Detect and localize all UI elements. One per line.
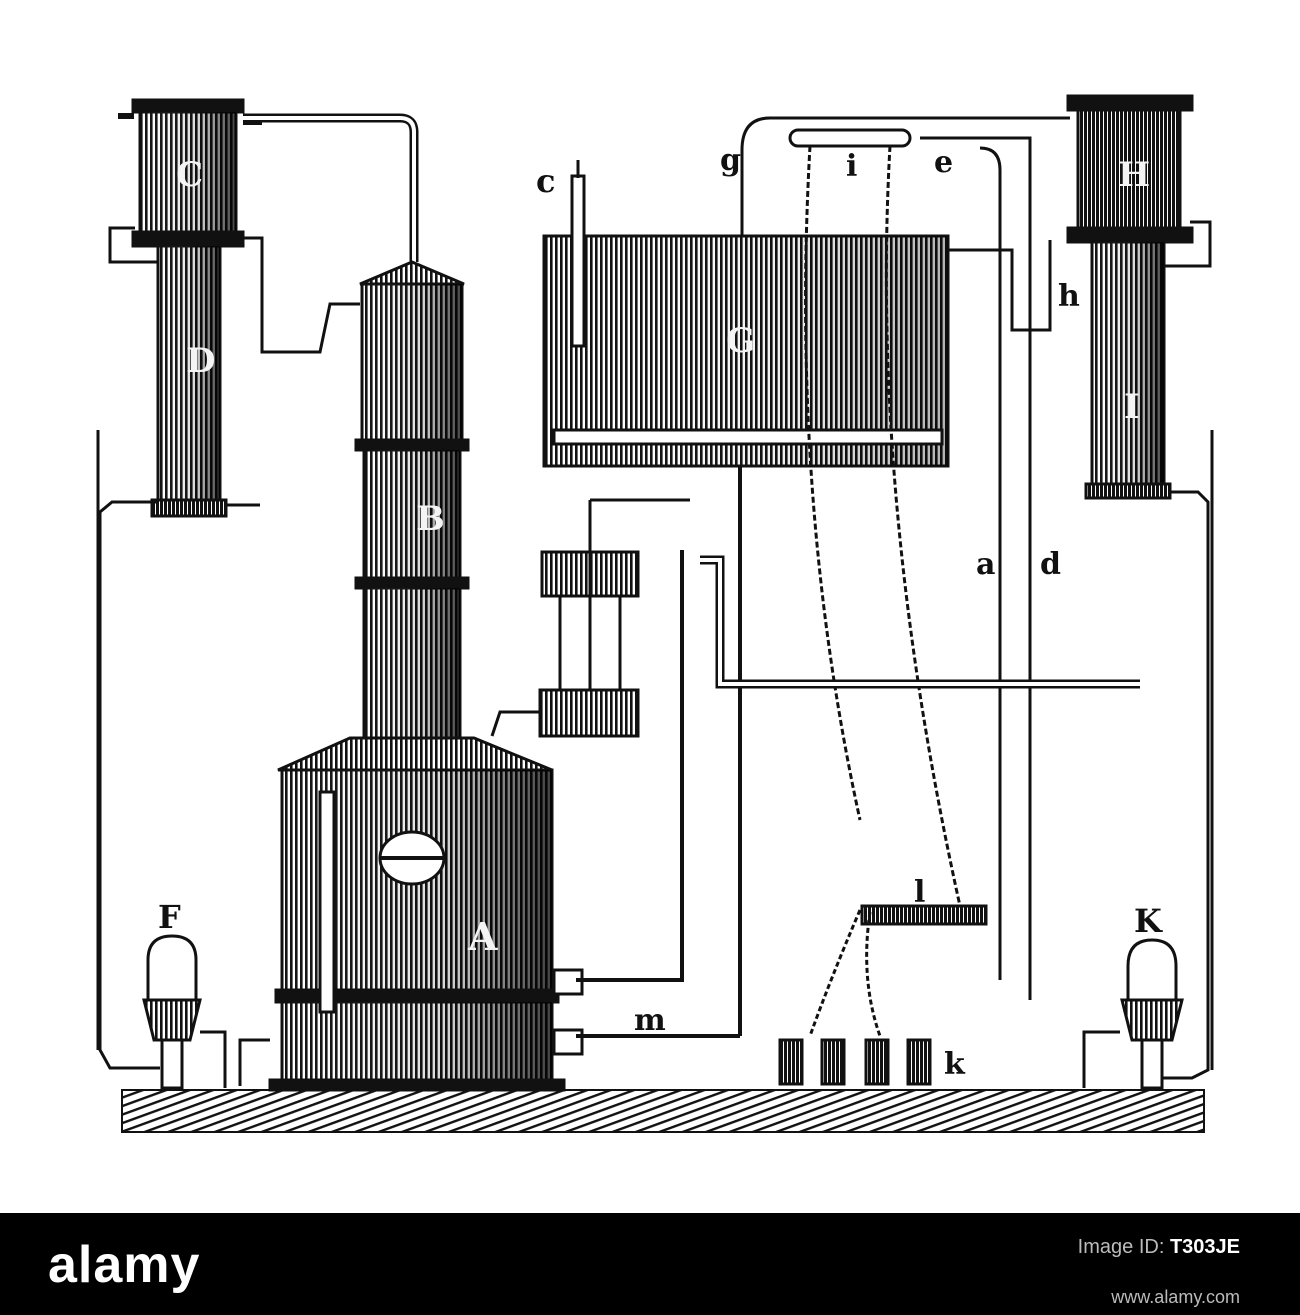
label-C-top: C [176,155,203,195]
ground-strip [121,1089,1205,1133]
heater-i [740,116,1070,1000]
site-url: www.alamy.com [1111,1287,1240,1307]
alamy-logo: alamy [48,1236,201,1294]
regulator [490,498,690,738]
label-h: h [1058,279,1080,314]
column-H-I [1066,94,1214,1080]
column-C-D [96,98,360,1070]
label-i: i [846,149,857,184]
electrode-l [808,904,988,1037]
trap-F [142,934,227,1090]
label-F: F [158,898,181,936]
label-I: I [1124,387,1140,427]
pipe-C-to-B [243,113,419,262]
image-id-label: Image ID: [1077,1236,1165,1258]
label-d: d [1040,547,1061,582]
label-A: A [467,914,498,959]
battery-k [778,1038,932,1086]
label-c: c [536,162,555,200]
trap-K [1082,938,1184,1090]
label-D: D [186,341,215,381]
boiler-A [238,736,584,1092]
column-B [354,260,470,740]
image-id-block: Image ID: T303JE [1078,1233,1240,1261]
label-H: H [1118,155,1150,195]
label-K: K [1134,902,1163,940]
vessel-G [542,160,950,1036]
label-g: g [720,143,741,178]
label-m: m [634,1003,666,1038]
image-id-value: T303JE [1169,1236,1240,1258]
label-l: l [914,875,925,910]
supply-pipe [700,555,1140,689]
watermark-band: alamy Image ID: T303JE www.alamy.com [0,1213,1300,1315]
label-k: k [944,1047,966,1082]
label-B: B [416,499,445,539]
label-e: e [934,145,953,180]
label-a: a [976,547,995,582]
label-G: G [726,321,755,361]
